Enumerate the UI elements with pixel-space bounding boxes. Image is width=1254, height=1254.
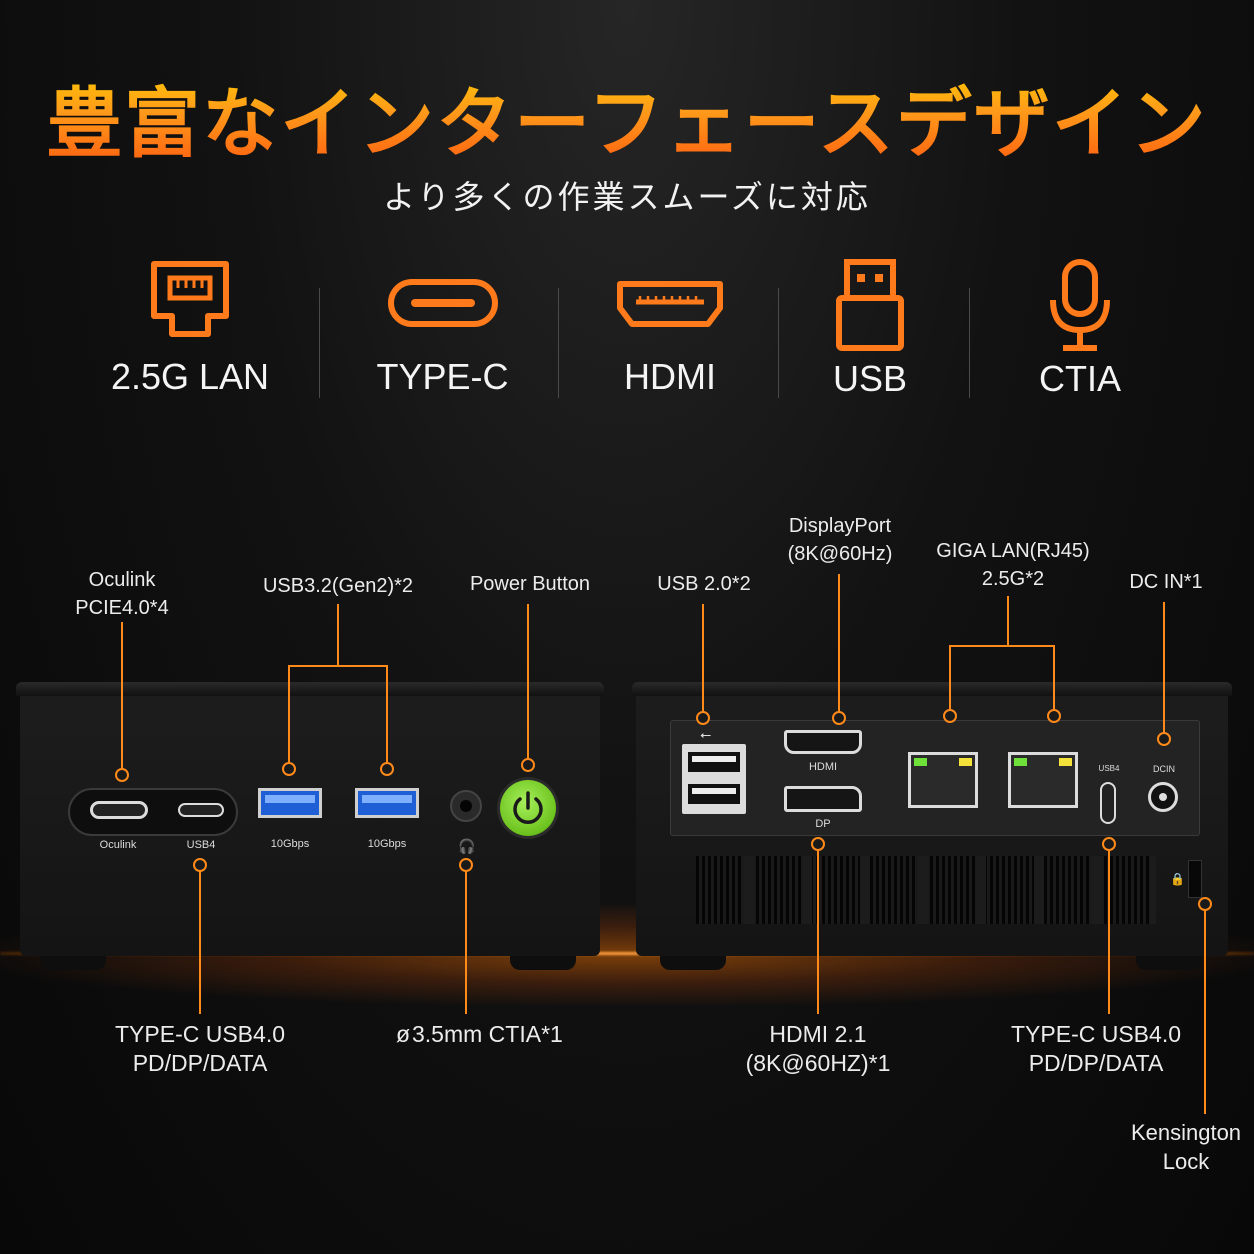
callout-lan: GIGA LAN(RJ45)2.5G*2 (936, 540, 1090, 590)
callout-line (949, 645, 951, 715)
device-lid (632, 682, 1232, 696)
callout-audio: 3.5mm CTIA*1 (412, 1021, 563, 1047)
usb-symbol-icon: ⭠ (700, 726, 712, 742)
callout-dot (521, 758, 535, 772)
usb-2-stack (682, 744, 746, 814)
usb-a-port-2 (355, 788, 419, 818)
port-label-usb4: USB4 (186, 839, 216, 851)
divider (969, 288, 970, 398)
callout-line (527, 604, 529, 764)
oculink-port (90, 801, 148, 819)
callout-dot (282, 762, 296, 776)
hdmi-port-icon (617, 281, 723, 327)
callout-hdmi: HDMI 2.1(8K@60HZ)*1 (745, 1021, 891, 1076)
orange-glow-line (0, 952, 1254, 955)
usb-a-port-icon (836, 259, 904, 351)
feature-ctia: CTIA (1020, 258, 1140, 400)
page-title: 豊富なインターフェースデザイン (0, 62, 1254, 172)
device-foot (510, 956, 576, 970)
power-button[interactable] (500, 780, 556, 836)
displayport-port (784, 786, 862, 812)
lan-port-2 (1008, 752, 1078, 808)
callout-line (817, 849, 819, 1014)
callout-dot (696, 711, 710, 725)
callout-line (838, 574, 840, 716)
callout-line (337, 604, 339, 666)
callout-line (199, 870, 201, 1014)
dc-in-jack (1148, 782, 1178, 812)
callout-dot (115, 768, 129, 782)
hdmi-port (784, 730, 862, 754)
headphone-icon: 🎧 (458, 838, 476, 854)
callout-dot (1047, 709, 1061, 723)
vent-dividers (696, 856, 1156, 924)
feature-typec: TYPE-C (360, 258, 525, 398)
microphone-icon (1050, 259, 1110, 351)
device-foot (40, 956, 106, 970)
callout-line (1204, 909, 1206, 1114)
usb-c-port-icon (387, 279, 498, 327)
callout-line (288, 665, 388, 667)
device-foot (1136, 956, 1202, 970)
port-label-hdmi: HDMI (808, 761, 838, 773)
callout-line (465, 870, 467, 1014)
callout-usb32: USB3.2(Gen2)*2 (262, 575, 414, 597)
feature-label: 2.5G LAN (110, 356, 270, 397)
callout-dcin: DC IN*1 (1129, 571, 1203, 593)
page-subtitle: より多くの作業スムーズに対応 (383, 178, 871, 216)
divider (778, 288, 779, 398)
feature-usb: USB (810, 258, 930, 400)
audio-jack (450, 790, 482, 822)
callout-usb20: USB 2.0*2 (657, 573, 751, 595)
feature-label: CTIA (1038, 358, 1121, 399)
lan-port-1 (908, 752, 978, 808)
callout-displayport: DisplayPort(8K@60Hz) (787, 515, 893, 565)
callout-dot (943, 709, 957, 723)
callout-line (386, 665, 388, 769)
lock-icon: 🔒 (1170, 872, 1185, 886)
callout-line (702, 604, 704, 716)
callout-line (288, 665, 290, 769)
port-label-dcin: DCIN (1153, 764, 1175, 774)
usb4-port-front (178, 803, 224, 817)
feature-label: USB (832, 358, 908, 399)
port-label-10gbps: 10Gbps (367, 838, 407, 850)
divider (319, 288, 320, 398)
usb4-port-back (1100, 782, 1116, 824)
power-icon (513, 791, 543, 824)
usb-a-port-1 (258, 788, 322, 818)
feature-lan: 2.5G LAN (105, 258, 275, 398)
callout-line (1108, 849, 1110, 1014)
mini-pc-front: Oculink USB4 10Gbps 10Gbps 🎧 (16, 682, 604, 970)
port-label-oculink: Oculink (99, 839, 137, 851)
feature-label: TYPE-C (376, 356, 509, 397)
callout-line (1053, 645, 1055, 715)
port-label-dp: DP (815, 818, 831, 830)
callout-line (1007, 596, 1009, 646)
kensington-slot (1188, 860, 1202, 898)
callout-dot (380, 762, 394, 776)
device-lid (16, 682, 604, 696)
callout-dot (832, 711, 846, 725)
port-label-usb4: USB4 (1098, 764, 1120, 773)
ethernet-port-icon (151, 261, 229, 337)
feature-hdmi: HDMI (600, 258, 740, 398)
audio-symbol-icon: ø (395, 1021, 411, 1047)
device-foot (660, 956, 726, 970)
callout-power: Power Button (469, 573, 591, 595)
callout-line (121, 622, 123, 774)
callout-line (949, 645, 1055, 647)
callout-dot (1157, 732, 1171, 746)
mini-pc-back: ⭠ HDMI DP USB4 DCIN 🔒 (632, 682, 1232, 970)
feature-label: HDMI (624, 356, 716, 397)
callout-line (1163, 602, 1165, 736)
divider (558, 288, 559, 398)
port-label-10gbps: 10Gbps (270, 838, 310, 850)
